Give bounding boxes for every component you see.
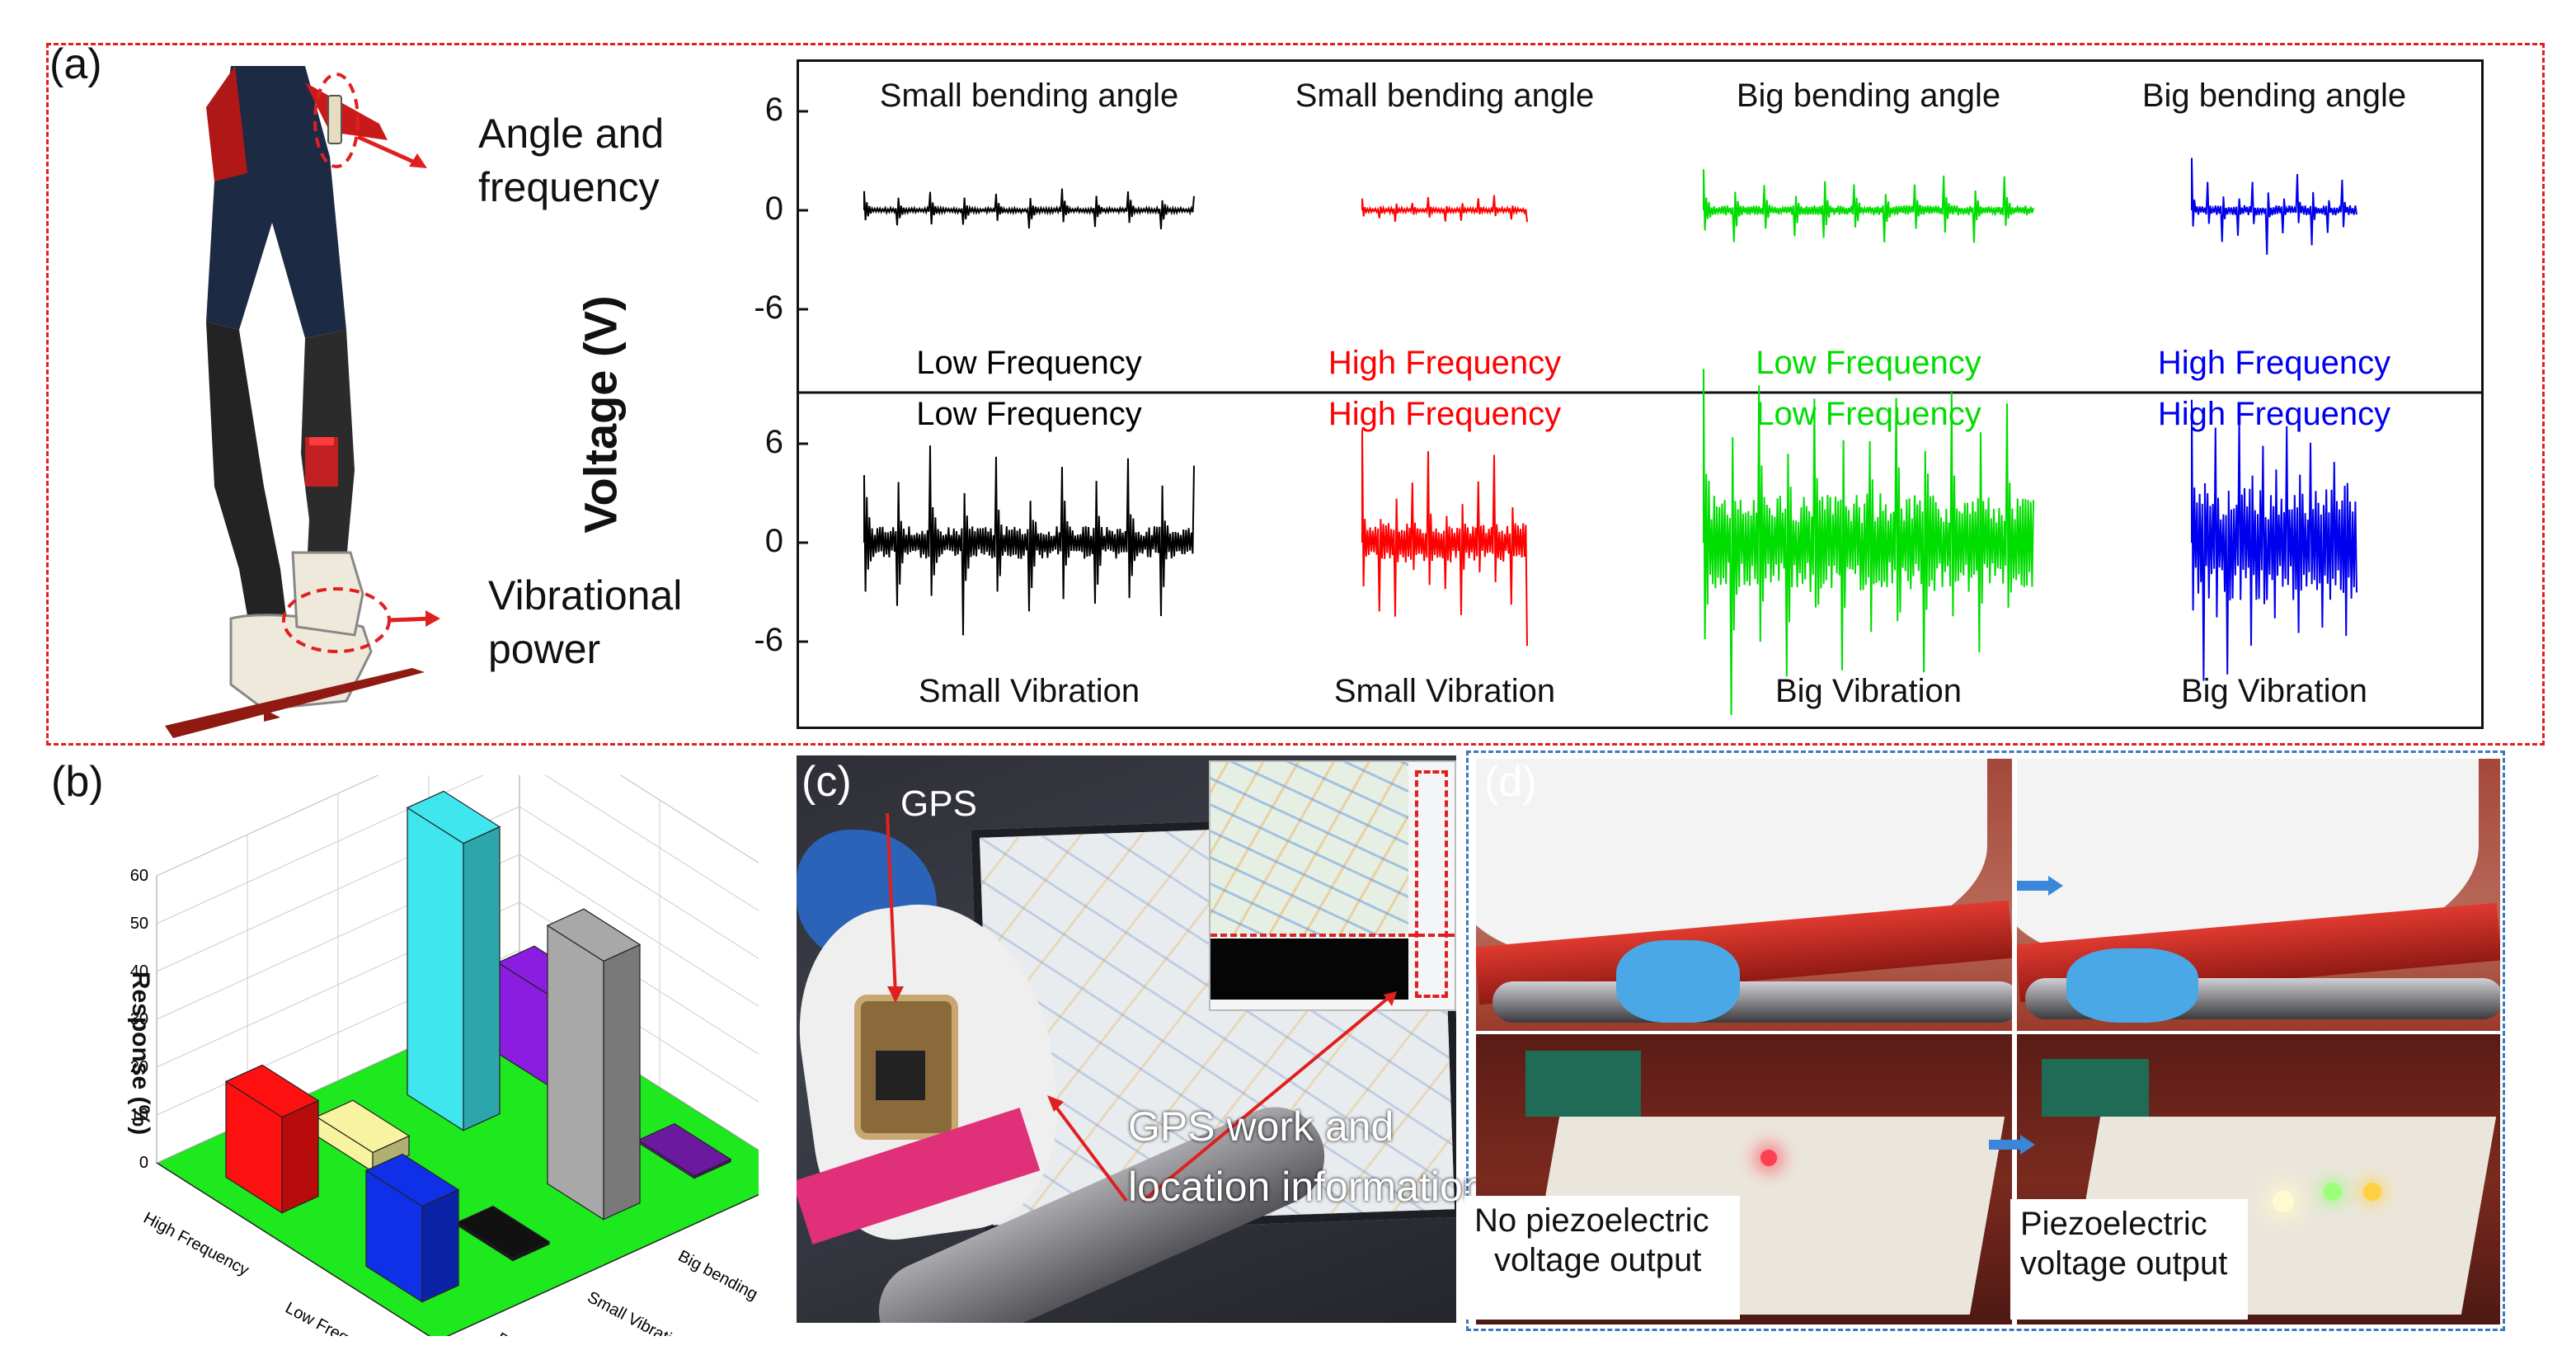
burst-caption-top: Big bending angle [1736, 78, 2001, 114]
bar3d-gridline [156, 775, 759, 925]
bar3d-ztick: 60 [130, 867, 148, 885]
bar3d-gridline [156, 806, 759, 972]
vib-label-line1: Vibrational [488, 572, 683, 619]
bar3d-gridline [156, 949, 759, 1116]
burst-caption-top: Small bending angle [879, 78, 1179, 114]
bar3d-row-label: High Frequency [140, 1209, 251, 1280]
signal-burst [1703, 169, 2034, 243]
angle-label-line1: Angle and [478, 111, 665, 157]
vibrational-power-label: Vibrational power [488, 569, 682, 676]
bar3d-gridline [156, 775, 759, 877]
burst-caption-bottom: Big Vibration [2180, 673, 2368, 709]
bar3d-bar [406, 790, 501, 1132]
bar3d-col-label: Big bending angle [675, 1247, 759, 1325]
output-line2: voltage output [2020, 1245, 2228, 1282]
panel-b-label: (b) [51, 758, 104, 806]
bar3d-gridline [156, 854, 759, 1020]
bar3d-bar [455, 1205, 551, 1262]
breadboard-photo-right [2017, 1034, 2500, 1324]
gps-photo [797, 755, 1456, 1323]
bar3d-ztick: 20 [130, 1058, 148, 1076]
ytick-label: -6 [754, 622, 783, 658]
panel-a-frame [46, 43, 2545, 746]
signal-burst [863, 445, 1195, 636]
gps-work-line2: location information [1128, 1163, 1486, 1210]
burst-caption-top: Low Frequency [1756, 396, 1981, 432]
voltage-axis-title-wrap: Voltage (V) [567, 295, 633, 533]
signal-burst [1361, 429, 1528, 647]
no-output-line2: voltage output [1494, 1242, 1702, 1278]
skate-photo-right [2017, 759, 2500, 1031]
panel-d-frame [1466, 750, 2505, 1331]
burst-caption-bottom: Low Frequency [916, 345, 1142, 381]
inset-map-screenshot [1209, 760, 1456, 1011]
bar3d-row-label: Low Frequency [282, 1299, 390, 1336]
bar3d-ztick: 40 [130, 962, 148, 981]
bar3d-ztick: 0 [139, 1154, 148, 1172]
bar3d-ztick: 30 [130, 1010, 148, 1028]
voltage-plot [797, 59, 2484, 729]
blue-arrow-top [2017, 876, 2063, 896]
ytick-label: 6 [764, 424, 783, 460]
gps-label: GPS [900, 783, 977, 824]
bar3d-zlabel: Response (%) [127, 971, 154, 1136]
burst-caption-bottom: Small Vibration [1333, 673, 1556, 709]
vib-label-line2: power [488, 626, 601, 672]
output-line1: Piezoelectric [2020, 1206, 2207, 1242]
burst-caption-bottom: Low Frequency [1756, 345, 1981, 381]
blue-arrow-bottom [1989, 1135, 2035, 1155]
ytick-label: 6 [764, 92, 783, 128]
ytick-label: -6 [754, 289, 783, 326]
bar3d-ztick: 50 [130, 915, 148, 933]
panel-d-label: (d) [1484, 758, 1537, 806]
skater-illustration [165, 66, 440, 738]
signal-burst [1703, 369, 2034, 716]
burst-caption-top: Small bending angle [1295, 78, 1595, 114]
panel-c-label: (c) [801, 758, 852, 806]
burst-caption-bottom: Big Vibration [1775, 673, 1963, 709]
voltage-axis-title: Voltage (V) [574, 295, 627, 534]
ytick-label: 0 [764, 191, 783, 227]
panel-a-label: (a) [49, 40, 102, 88]
bar3d-bar [224, 1064, 320, 1214]
bar3d-bar [546, 908, 642, 1221]
bar3d-bar [637, 1122, 732, 1179]
zlabel-wrap: Response (%) [115, 972, 165, 1135]
tick-marks [797, 110, 808, 643]
signal-burst [863, 188, 1195, 229]
ytick-label: 0 [764, 523, 783, 559]
burst-caption-top: High Frequency [2157, 396, 2391, 432]
bar3d-bar [315, 1099, 411, 1173]
burst-caption-bottom: High Frequency [1328, 345, 1562, 381]
burst-caption-bottom: High Frequency [2157, 345, 2391, 381]
bar3d-ztick: 10 [130, 1106, 148, 1124]
plot-frame [797, 59, 2484, 729]
signal-burst [1361, 195, 1528, 223]
gps-arrows [886, 812, 1397, 1202]
gps-work-line1: GPS work and [1128, 1103, 1394, 1150]
burst-caption-top: High Frequency [1328, 396, 1562, 432]
output-callout: Piezoelectric voltage output [2010, 1199, 2248, 1320]
signal-burst [2191, 399, 2357, 681]
bar3d-bar [364, 1153, 460, 1303]
gps-work-label: GPS work and location information [1128, 1097, 1486, 1216]
signal-burst [2191, 158, 2357, 255]
no-output-line1: No piezoelectric [1474, 1202, 1709, 1239]
gps-module [854, 995, 958, 1140]
burst-caption-top: Low Frequency [916, 396, 1142, 432]
bar3d-col-label: Small Vibration [585, 1288, 691, 1336]
skate-photo-left [1476, 759, 2012, 1031]
burst-caption-top: Big bending angle [2141, 78, 2407, 114]
angle-label-line2: frequency [478, 164, 660, 210]
no-output-callout: No piezoelectric voltage output [1464, 1196, 1740, 1320]
bar3d-bars [224, 790, 732, 1303]
bar3d-gridline [156, 901, 759, 1068]
burst-layer [863, 158, 2357, 716]
burst-caption-bottom: Small Vibration [918, 673, 1140, 709]
bar3d-col-label: Big Vibration [494, 1329, 585, 1336]
angle-frequency-label: Angle and frequency [478, 107, 664, 214]
